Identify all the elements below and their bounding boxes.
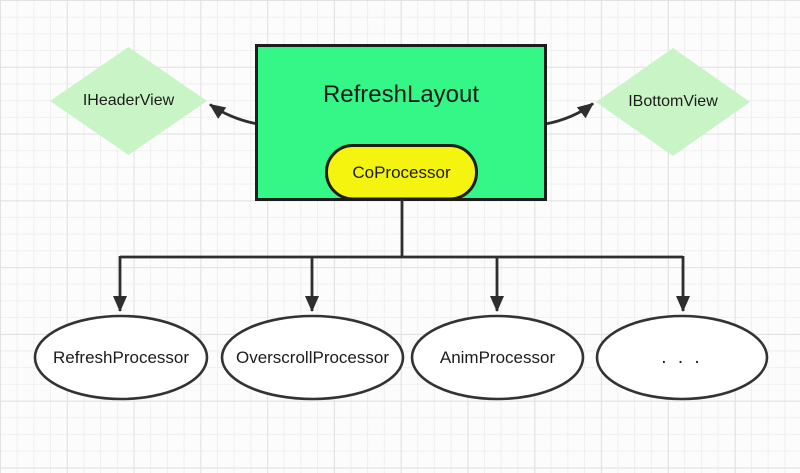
iheaderview-diamond[interactable] bbox=[50, 47, 207, 155]
ibottomview-diamond[interactable] bbox=[596, 48, 750, 156]
refreshprocessor-ellipse[interactable] bbox=[33, 314, 209, 401]
arrow-to-headerview[interactable] bbox=[209, 103, 259, 126]
coprocessor-pill[interactable] bbox=[325, 144, 478, 201]
animprocessor-ellipse[interactable] bbox=[410, 314, 585, 401]
overscrollprocessor-ellipse[interactable] bbox=[220, 314, 405, 401]
arrow-to-bottomview[interactable] bbox=[544, 102, 594, 126]
connector-trunk[interactable] bbox=[120, 199, 683, 259]
more-processors-ellipse[interactable] bbox=[595, 314, 769, 401]
